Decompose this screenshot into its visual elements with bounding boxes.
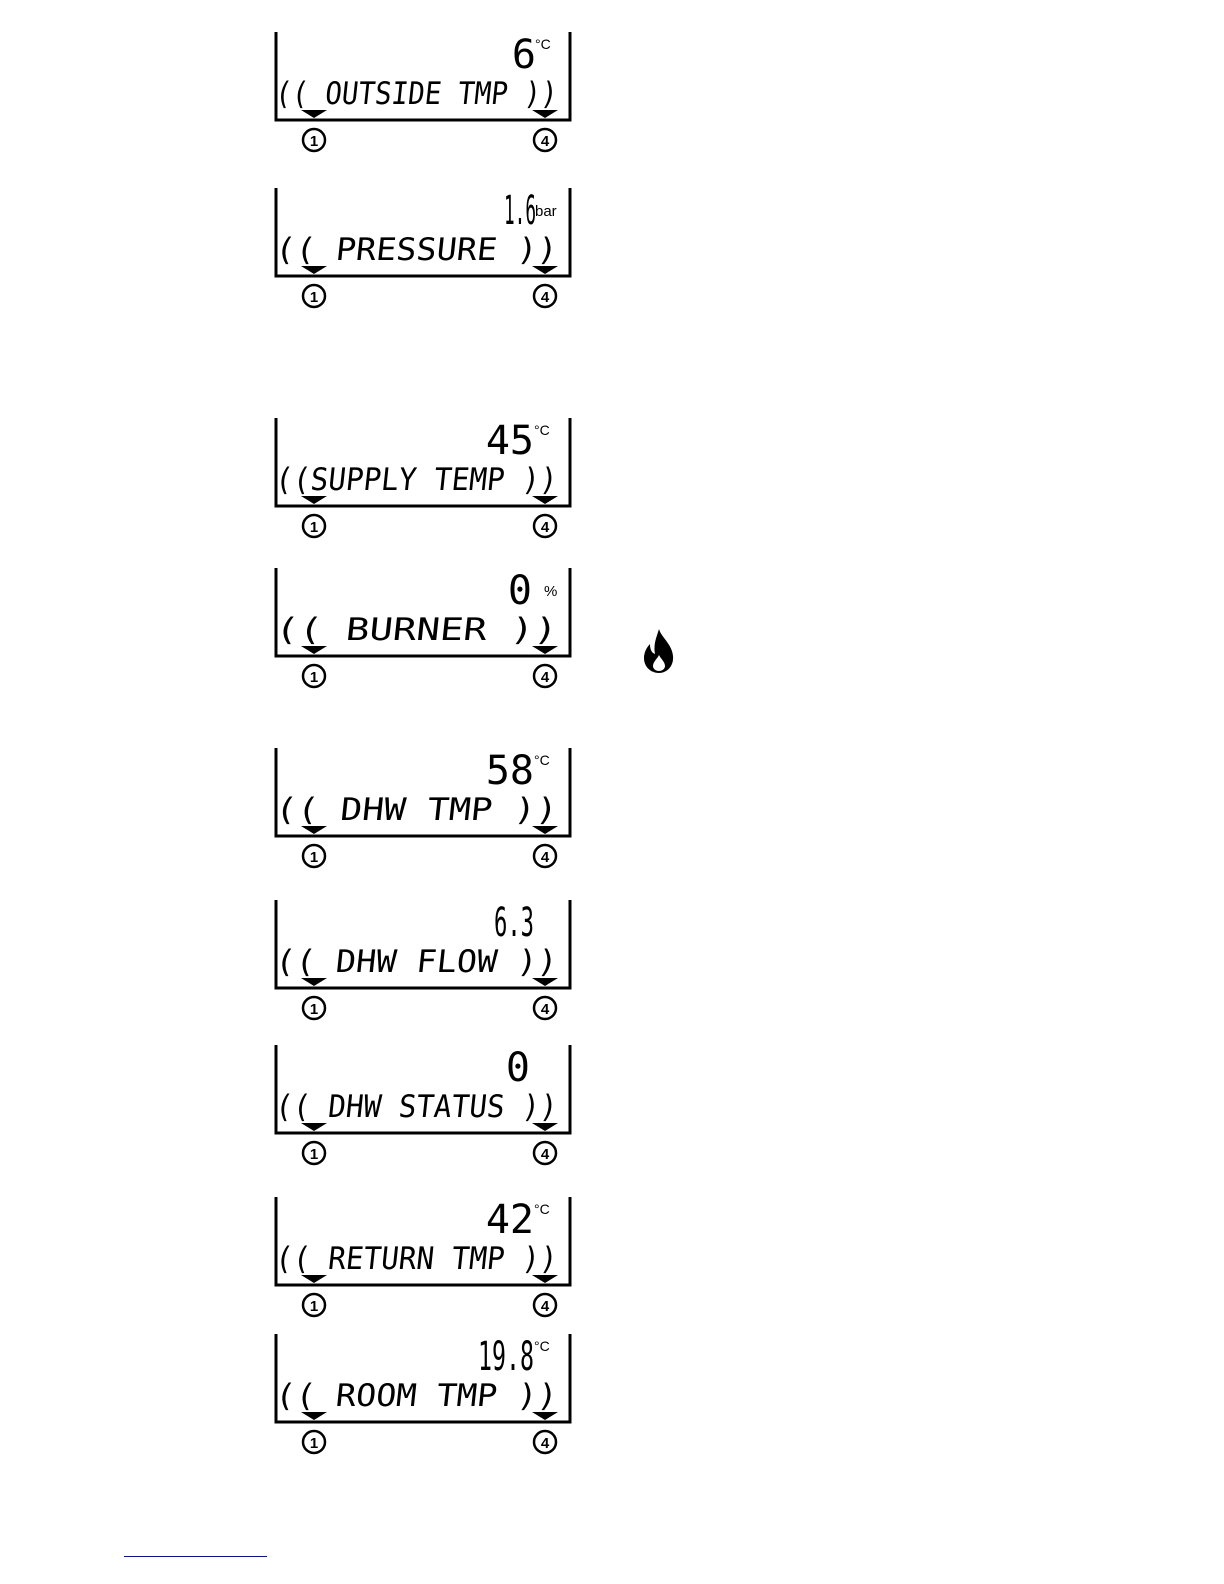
lcd-unit: °C	[534, 752, 550, 768]
button-1-label: 1	[310, 669, 318, 686]
lcd-panel-outside-temp: 6 °C (( OUTSIDE TMP )) 1 4	[274, 32, 572, 160]
lcd-panel-return-temp: 42 °C (( RETURN TMP )) 1 4	[274, 1197, 572, 1325]
lcd-label: (( PRESSURE ))	[274, 232, 560, 268]
lcd-panel-graphic: 0 % (( BURNER )) 1 4	[274, 568, 572, 696]
button-4-label: 4	[541, 133, 550, 150]
left-indicator-arrow	[301, 646, 327, 654]
right-indicator-arrow	[532, 496, 558, 504]
button-4-label: 4	[541, 1298, 550, 1315]
lcd-value: 19.8	[478, 1334, 534, 1380]
lcd-value: 0	[506, 1045, 530, 1091]
button-4-label: 4	[541, 669, 550, 686]
lcd-panel-graphic: 1.6 bar (( PRESSURE )) 1 4	[274, 188, 572, 316]
right-indicator-arrow	[532, 978, 558, 986]
lcd-unit: %	[544, 583, 557, 600]
lcd-panel-graphic: 19.8 °C (( ROOM TMP )) 1 4	[274, 1334, 572, 1462]
lcd-panel-dhw-temp: 58 °C (( DHW TMP )) 1 4	[274, 748, 572, 876]
button-1-label: 1	[310, 1298, 318, 1315]
left-indicator-arrow	[301, 266, 327, 274]
right-indicator-arrow	[532, 1275, 558, 1283]
lcd-label: (( DHW STATUS ))	[274, 1089, 560, 1125]
button-4-label: 4	[541, 849, 550, 866]
footnote-separator-line	[124, 1556, 267, 1557]
lcd-value: 42	[486, 1197, 534, 1243]
lcd-panel-burner: 0 % (( BURNER )) 1 4	[274, 568, 572, 696]
button-1-label: 1	[310, 519, 318, 536]
left-indicator-arrow	[301, 1123, 327, 1131]
left-indicator-arrow	[301, 110, 327, 118]
button-4-label: 4	[541, 289, 550, 306]
lcd-label: (( DHW FLOW ))	[274, 944, 560, 980]
right-indicator-arrow	[532, 1123, 558, 1131]
right-indicator-arrow	[532, 646, 558, 654]
lcd-panel-graphic: 6.3 (( DHW FLOW )) 1 4	[274, 900, 572, 1028]
left-indicator-arrow	[301, 826, 327, 834]
lcd-panel-graphic: 42 °C (( RETURN TMP )) 1 4	[274, 1197, 572, 1325]
lcd-label: (( DHW TMP ))	[274, 792, 560, 828]
lcd-value: 58	[486, 748, 534, 794]
lcd-label: (( OUTSIDE TMP ))	[274, 76, 560, 112]
button-4-label: 4	[541, 1146, 550, 1163]
button-1-label: 1	[310, 1001, 318, 1018]
button-1-label: 1	[310, 1435, 318, 1452]
button-4-label: 4	[541, 1435, 550, 1452]
left-indicator-arrow	[301, 1275, 327, 1283]
right-indicator-arrow	[532, 1412, 558, 1420]
lcd-panel-room-temp: 19.8 °C (( ROOM TMP )) 1 4	[274, 1334, 572, 1462]
lcd-panel-graphic: 6 °C (( OUTSIDE TMP )) 1 4	[274, 32, 572, 160]
lcd-unit: °C	[535, 36, 551, 52]
button-4-label: 4	[541, 1001, 550, 1018]
button-1-label: 1	[310, 133, 318, 150]
button-4-label: 4	[541, 519, 550, 536]
lcd-panel-graphic: 58 °C (( DHW TMP )) 1 4	[274, 748, 572, 876]
lcd-unit: °C	[534, 422, 550, 438]
right-indicator-arrow	[532, 266, 558, 274]
lcd-value: 45	[486, 418, 534, 464]
flame-icon	[642, 628, 676, 674]
left-indicator-arrow	[301, 496, 327, 504]
lcd-unit: °C	[534, 1201, 550, 1217]
lcd-label: (( BURNER ))	[274, 612, 560, 648]
button-1-label: 1	[310, 849, 318, 866]
lcd-panel-graphic: 45 °C ((SUPPLY TEMP )) 1 4	[274, 418, 572, 546]
lcd-label: ((SUPPLY TEMP ))	[274, 462, 560, 498]
lcd-value: 6	[512, 32, 536, 78]
button-1-label: 1	[310, 289, 318, 306]
lcd-value: 6.3	[494, 900, 534, 946]
lcd-label: (( RETURN TMP ))	[274, 1241, 560, 1277]
lcd-unit: bar	[535, 203, 557, 220]
lcd-label: (( ROOM TMP ))	[274, 1378, 560, 1414]
right-indicator-arrow	[532, 110, 558, 118]
right-indicator-arrow	[532, 826, 558, 834]
lcd-panel-supply-temp: 45 °C ((SUPPLY TEMP )) 1 4	[274, 418, 572, 546]
lcd-panel-pressure: 1.6 bar (( PRESSURE )) 1 4	[274, 188, 572, 316]
lcd-value: 0	[508, 568, 532, 614]
left-indicator-arrow	[301, 978, 327, 986]
lcd-panel-graphic: 0 (( DHW STATUS )) 1 4	[274, 1045, 572, 1173]
lcd-panel-dhw-status: 0 (( DHW STATUS )) 1 4	[274, 1045, 572, 1173]
left-indicator-arrow	[301, 1412, 327, 1420]
button-1-label: 1	[310, 1146, 318, 1163]
lcd-unit: °C	[534, 1338, 550, 1354]
lcd-value: 1.6	[504, 188, 536, 234]
lcd-panel-dhw-flow: 6.3 (( DHW FLOW )) 1 4	[274, 900, 572, 1028]
